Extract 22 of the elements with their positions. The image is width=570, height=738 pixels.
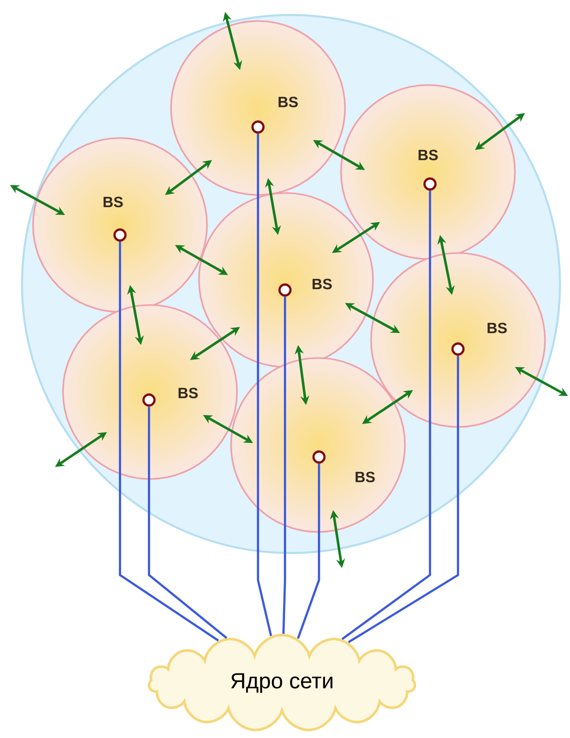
backhaul-line bbox=[341, 190, 432, 640]
base-station: BS bbox=[451, 322, 507, 356]
base-station: BS bbox=[142, 388, 198, 407]
backhaul-line bbox=[118, 242, 219, 642]
node-label: BS bbox=[418, 150, 438, 160]
backhaul-line bbox=[296, 464, 320, 639]
base-station: BS bbox=[418, 150, 438, 191]
base-station: BS bbox=[312, 450, 375, 482]
node-label: BS bbox=[104, 196, 123, 208]
base-station: BS bbox=[104, 196, 127, 242]
backhaul-line bbox=[256, 134, 272, 636]
node-label: BS bbox=[278, 96, 298, 108]
node-label: BS bbox=[488, 322, 507, 334]
backhaul-line bbox=[348, 356, 460, 644]
base-station: BS bbox=[278, 278, 332, 297]
node-label: BS bbox=[312, 278, 332, 290]
backhaul-line bbox=[148, 406, 228, 639]
node-label: BS bbox=[178, 388, 198, 398]
core-network-cloud: Ядро сети bbox=[148, 634, 416, 732]
base-station: BS bbox=[251, 96, 298, 134]
node-label: BS bbox=[356, 472, 375, 482]
backhaul-line bbox=[282, 296, 286, 634]
